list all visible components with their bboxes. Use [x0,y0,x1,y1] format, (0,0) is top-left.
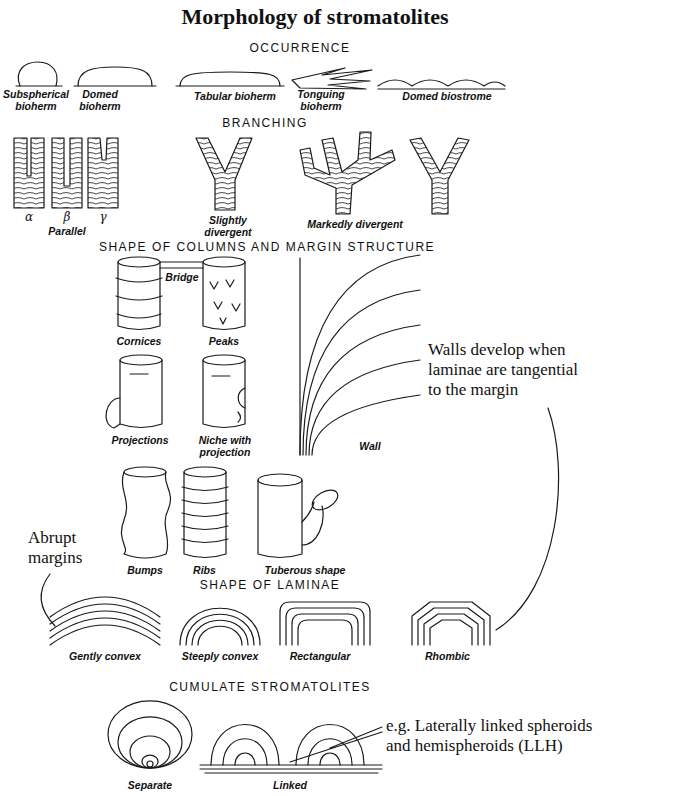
section-heading: CUMULATE STROMATOLITES [120,680,420,695]
figure-label: Cornices [109,335,169,347]
figure-label: Ribs [177,564,232,576]
figure-label: Niche with projection [190,434,260,458]
section-heading: SHAPE OF COLUMNS AND MARGIN STRUCTURE [47,240,487,255]
section-heading: BRANCHING [210,116,320,131]
figure-label: Peaks [194,335,254,347]
figure-title: Morphology of stromatolites [115,4,515,30]
greek-label: α [19,211,39,224]
figure-label: Parallel [42,225,92,237]
section-heading: SHAPE OF LAMINAE [150,578,390,593]
figure-label: Bridge [161,271,203,283]
figure-label: Tonguing bioherm [292,88,350,112]
laminae-shapes [50,597,490,645]
section-heading: OCCURRENCE [230,41,370,56]
branching-columns [14,132,469,214]
cumulate-shapes [108,701,382,773]
figure-label: Bumps [115,564,175,576]
figure-label: Steeply convex [170,650,270,662]
figure-label: Subspherical bioherm [0,88,72,112]
figure-label: Gently convex [50,650,160,662]
figure-label: Separate [115,779,185,791]
figure-label: Domed biostrome [392,90,502,102]
figure-label: Projections [105,434,175,446]
annotation-note: Walls develop when laminae are tangentia… [428,340,588,400]
occurrence-shapes [16,62,505,89]
wall-laminae [300,255,420,455]
figure-label: Tuberous shape [255,564,355,576]
figure-label: Rhombic [400,650,495,662]
figure-label: Markedly divergent [305,218,405,230]
annotation-note: e.g. Laterally linked spheroids and hemi… [386,716,601,756]
greek-label: γ [93,211,113,224]
figure-label: Tabular bioherm [185,90,285,102]
leader-lines [41,408,558,762]
figure-label: Slightly divergent [198,214,258,238]
figure-label: Rectangular [270,650,370,662]
figure-label: Linked [260,779,320,791]
figure-label: Wall [345,440,395,452]
greek-label: β [57,211,77,224]
annotation-note: Abrupt margins [28,528,98,568]
figure-label: Domed bioherm [74,88,126,112]
